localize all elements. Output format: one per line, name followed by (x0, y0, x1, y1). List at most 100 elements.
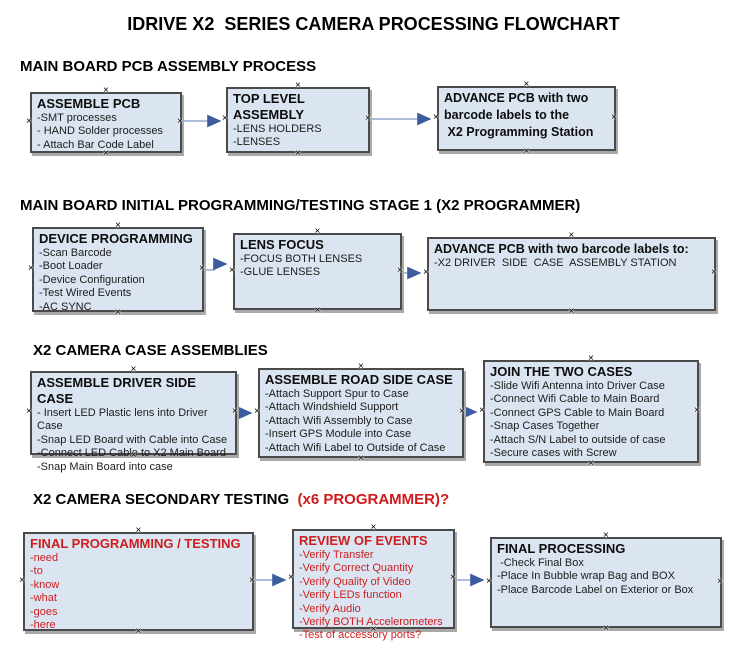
connection-handle-bottom[interactable] (588, 459, 595, 469)
connection-handle-top[interactable] (371, 523, 378, 533)
box-line: -LENSES (233, 136, 281, 149)
flow-box-lens-focus[interactable]: LENS FOCUS -FOCUS BOTH LENSES -GLUE LENS… (233, 233, 402, 310)
connection-handle-left[interactable] (26, 117, 33, 127)
connection-handle-top[interactable] (131, 365, 138, 375)
section-header-secondary-testing: X2 CAMERA SECONDARY TESTING (x6 PROGRAMM… (33, 491, 449, 508)
connection-handle-bottom[interactable] (136, 627, 143, 637)
connection-handle-right[interactable] (249, 576, 256, 586)
box-line: -GLUE LENSES (240, 266, 321, 279)
connection-handle-left[interactable] (433, 113, 440, 123)
connection-handle-left[interactable] (229, 266, 236, 276)
box-line: -Verify Audio (299, 602, 361, 615)
connection-handle-right[interactable] (611, 113, 618, 123)
connection-handle-left[interactable] (26, 407, 33, 417)
flow-box-advance-pcb-programming-station[interactable]: ADVANCE PCB with two barcode labels to t… (437, 86, 616, 151)
flow-box-top-level-assembly[interactable]: TOP LEVEL ASSEMBLY -LENS HOLDERS -LENSES (226, 87, 370, 153)
connection-handle-top[interactable] (358, 362, 365, 372)
box-line: -here (30, 619, 56, 632)
connection-handle-right[interactable] (459, 407, 466, 417)
connection-handle-bottom[interactable] (371, 625, 378, 635)
box-line: -Place In Bubble wrap Bag and BOX (497, 570, 675, 583)
box-line: - Insert LED Plastic lens into Driver Ca… (37, 407, 211, 433)
box-line: -Test Wired Events (39, 287, 132, 300)
box-line: -LENS HOLDERS (233, 123, 322, 135)
box-line: -Insert GPS Module into Case (265, 428, 412, 441)
connection-handle-top[interactable] (588, 354, 595, 364)
page-title: IDRIVE X2 SERIES CAMERA PROCESSING FLOWC… (127, 14, 620, 34)
connection-handle-top[interactable] (524, 80, 531, 90)
flow-box-assemble-driver-side-case[interactable]: ASSEMBLE DRIVER SIDE CASE - Insert LED P… (30, 371, 239, 473)
connection-handle-bottom[interactable] (358, 454, 365, 464)
connection-handle-right[interactable] (177, 117, 184, 127)
box-title: JOIN THE TWO CASES (490, 364, 633, 379)
connection-handle-top[interactable] (136, 526, 143, 536)
box-title: DEVICE PROGRAMMING (39, 231, 193, 246)
box-line: -Verify Transfer (299, 549, 374, 561)
box-line: -Attach Support Spur to Case (265, 388, 409, 400)
box-line: -AC SYNC (39, 300, 92, 313)
connection-handle-left[interactable] (288, 573, 295, 583)
flow-box-final-processing[interactable]: FINAL PROCESSING -Check Final Box -Place… (490, 537, 722, 628)
box-line: -what (30, 592, 57, 605)
box-line: -to (30, 565, 43, 578)
box-line: -Test of accessory ports? (299, 629, 422, 642)
box-title: FINAL PROGRAMMING / TESTING (30, 536, 241, 551)
box-line: -Secure cases with Screw (490, 447, 617, 460)
box-line: -Connect Wifi Cable to Main Board (490, 393, 660, 406)
connection-handle-bottom[interactable] (315, 306, 322, 316)
connection-handle-left[interactable] (28, 264, 35, 274)
box-title: ASSEMBLE DRIVER SIDE CASE (37, 375, 200, 406)
connection-handle-right[interactable] (199, 264, 206, 274)
box-line: -Snap Main Board into case (37, 460, 173, 473)
connection-handle-left[interactable] (486, 577, 493, 587)
box-line: -Snap Cases Together (490, 420, 600, 433)
connection-handle-top[interactable] (603, 531, 610, 541)
flow-box-assemble-pcb[interactable]: ASSEMBLE PCB -SMT processes - HAND Solde… (30, 92, 182, 153)
connection-handle-top[interactable] (295, 81, 302, 91)
flow-box-assemble-road-side-case[interactable]: ASSEMBLE ROAD SIDE CASE -Attach Support … (258, 368, 464, 458)
connection-handle-bottom[interactable] (115, 308, 122, 318)
connection-handle-bottom[interactable] (569, 307, 576, 317)
box-title: FINAL PROCESSING (497, 541, 626, 556)
section-header-initial-programming: MAIN BOARD INITIAL PROGRAMMING/TESTING S… (20, 197, 581, 214)
box-line: - HAND Solder processes (37, 125, 163, 138)
flow-box-final-programming-testing[interactable]: FINAL PROGRAMMING / TESTING -need -to -k… (23, 532, 254, 631)
connection-handle-right[interactable] (711, 268, 718, 278)
connection-handle-bottom[interactable] (131, 451, 138, 461)
connection-handle-left[interactable] (423, 268, 430, 278)
flow-box-review-of-events[interactable]: REVIEW OF EVENTS -Verify Transfer -Verif… (292, 529, 457, 641)
flow-box-advance-pcb-driver-side[interactable]: ADVANCE PCB with two barcode labels to: … (427, 237, 716, 311)
connection-handle-top[interactable] (315, 227, 322, 237)
box-title: LENS FOCUS (240, 237, 324, 252)
flow-box-device-programming[interactable]: DEVICE PROGRAMMING -Scan Barcode -Boot L… (32, 227, 206, 313)
box-line: -Attach Windshield Support (265, 401, 399, 414)
connection-handle-left[interactable] (222, 114, 229, 124)
box-line: -know (30, 578, 60, 591)
section-header-secondary-testing-red: (x6 PROGRAMMER)? (297, 491, 450, 508)
box-title: ASSEMBLE ROAD SIDE CASE (265, 372, 453, 387)
connection-handle-bottom[interactable] (524, 147, 531, 157)
box-line: -Attach S/N Label to outside of case (490, 433, 666, 446)
connection-handle-right[interactable] (694, 406, 701, 416)
connection-handle-right[interactable] (717, 577, 724, 587)
section-header-case-assemblies: X2 CAMERA CASE ASSEMBLIES (33, 342, 268, 359)
connection-handle-top[interactable] (115, 221, 122, 231)
connection-handle-left[interactable] (254, 407, 261, 417)
connector-arrow[interactable] (204, 257, 228, 271)
box-title: TOP LEVEL ASSEMBLY (233, 91, 308, 122)
flow-box-join-two-cases[interactable]: JOIN THE TWO CASES -Slide Wifi Antenna i… (483, 360, 699, 463)
connection-handle-bottom[interactable] (295, 149, 302, 159)
connection-handle-bottom[interactable] (103, 149, 110, 159)
box-line: -Device Configuration (39, 273, 145, 286)
connection-handle-right[interactable] (365, 114, 372, 124)
connection-handle-right[interactable] (450, 573, 457, 583)
connection-handle-top[interactable] (569, 231, 576, 241)
connection-handle-right[interactable] (397, 266, 404, 276)
connection-handle-bottom[interactable] (603, 624, 610, 634)
box-line: -Attach Wifi Label to Outside of Case (265, 441, 446, 454)
box-line: -SMT processes (37, 112, 117, 124)
connection-handle-top[interactable] (103, 86, 110, 96)
connection-handle-left[interactable] (19, 576, 26, 586)
connection-handle-right[interactable] (232, 407, 239, 417)
connection-handle-left[interactable] (479, 406, 486, 416)
